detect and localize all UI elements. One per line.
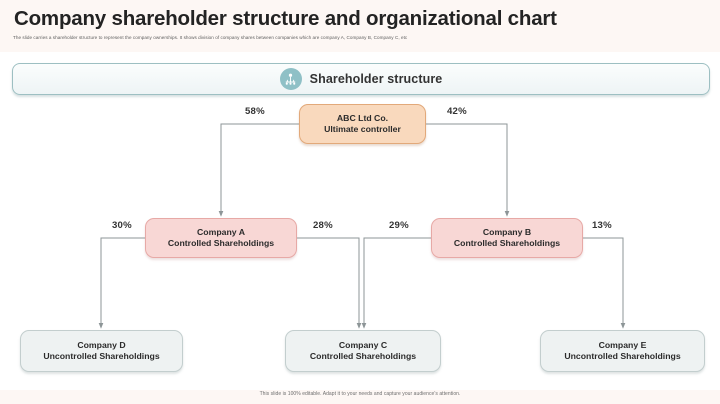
node-text: Company E Uncontrolled Shareholdings: [564, 340, 680, 363]
node-line-1: Company D: [77, 339, 126, 350]
node-company-c[interactable]: Company C Controlled Shareholdings: [285, 330, 441, 372]
edge-label-a-to-d: 30%: [112, 220, 132, 231]
node-line-1: Company B: [482, 226, 532, 237]
node-line-2: Controlled Shareholdings: [309, 351, 417, 361]
node-company-e[interactable]: Company E Uncontrolled Shareholdings: [540, 330, 705, 372]
node-line-1: Company E: [598, 339, 647, 350]
edge-label-a-to-c: 28%: [313, 220, 333, 231]
diagram-panel: Shareholder structure: [0, 52, 720, 390]
slide-footer-note: This slide is 100% editable. Adapt it to…: [259, 391, 461, 397]
edge-label-b-to-e: 13%: [592, 220, 612, 231]
node-line-2: Uncontrolled Shareholdings: [564, 351, 681, 361]
banner-label: Shareholder structure: [309, 72, 443, 86]
node-line-1: ABC Ltd Co.: [336, 112, 389, 123]
edge-label-root-to-b: 42%: [447, 106, 467, 117]
node-company-b[interactable]: Company B Controlled Shareholdings: [431, 218, 583, 258]
node-company-d[interactable]: Company D Uncontrolled Shareholdings: [20, 330, 183, 372]
banner-content: Shareholder structure: [279, 68, 443, 90]
node-company-a[interactable]: Company A Controlled Shareholdings: [145, 218, 297, 258]
shareholder-group-icon: [279, 68, 302, 90]
page-title: Company shareholder structure and organi…: [14, 7, 557, 30]
page-subtitle: The slide carries a shareholder structur…: [13, 35, 408, 40]
node-line-2: Uncontrolled Shareholdings: [43, 351, 160, 361]
node-text: ABC Ltd Co. Ultimate controller: [324, 113, 401, 136]
node-line-2: Controlled Shareholdings: [167, 238, 275, 248]
node-line-1: Company C: [338, 339, 388, 350]
node-text: Company C Controlled Shareholdings: [310, 340, 416, 363]
edge-label-root-to-a: 58%: [245, 106, 265, 117]
node-line-2: Ultimate controller: [324, 124, 401, 134]
shareholder-structure-banner[interactable]: Shareholder structure: [12, 63, 710, 95]
node-abc-ltd-co[interactable]: ABC Ltd Co. Ultimate controller: [299, 104, 426, 144]
node-line-2: Controlled Shareholdings: [453, 238, 561, 248]
node-text: Company B Controlled Shareholdings: [454, 227, 560, 250]
edge-label-b-to-c: 29%: [389, 220, 409, 231]
node-text: Company D Uncontrolled Shareholdings: [43, 340, 159, 363]
node-text: Company A Controlled Shareholdings: [168, 227, 274, 250]
node-line-1: Company A: [197, 226, 245, 237]
